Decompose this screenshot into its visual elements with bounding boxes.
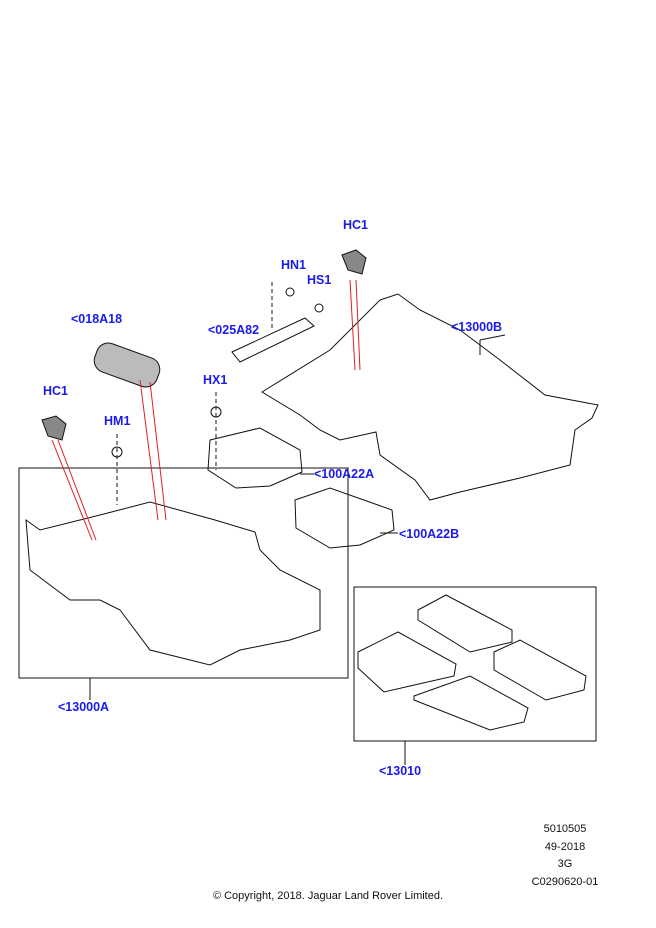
clip-hc1-top bbox=[341, 249, 367, 275]
bracket-100a22b bbox=[294, 487, 395, 549]
rear-carpet-part bbox=[261, 293, 599, 501]
illustration-reference: C0290620-01 bbox=[531, 876, 599, 888]
callout-13010[interactable]: <13010 bbox=[379, 764, 422, 778]
callout-025a82[interactable]: <025A82 bbox=[208, 323, 260, 337]
floor-mat-front-right bbox=[357, 631, 457, 693]
illustration-date: 49-2018 bbox=[544, 841, 586, 853]
callout-13000b[interactable]: <13000B bbox=[451, 320, 503, 334]
bracket-100a22a bbox=[207, 427, 303, 489]
front-carpet-part bbox=[25, 501, 321, 666]
floor-mat-rear-right bbox=[413, 675, 529, 731]
fastener-hs1 bbox=[314, 303, 324, 313]
callout-hs1[interactable]: HS1 bbox=[307, 273, 332, 287]
illustration-number: 5010505 bbox=[543, 823, 587, 835]
callout-hc1-top[interactable]: HC1 bbox=[343, 218, 369, 232]
carpet-assembly-box bbox=[18, 467, 349, 679]
callout-100a22b[interactable]: <100A22B bbox=[399, 527, 460, 541]
floor-mats-box bbox=[353, 586, 597, 742]
callout-hn1[interactable]: HN1 bbox=[281, 258, 307, 272]
illustration-code: 3G bbox=[557, 858, 573, 870]
copyright-notice: © Copyright, 2018. Jaguar Land Rover Lim… bbox=[212, 890, 444, 902]
fastener-hn1 bbox=[285, 287, 295, 297]
vent-018a18 bbox=[93, 342, 161, 388]
floor-mat-rear-left bbox=[493, 639, 587, 701]
callout-13000a[interactable]: <13000A bbox=[58, 700, 110, 714]
callout-100a22a[interactable]: <100A22A bbox=[314, 467, 375, 481]
callout-hm1[interactable]: HM1 bbox=[104, 414, 131, 428]
floor-mat-front-left bbox=[417, 594, 513, 653]
callout-018a18[interactable]: <018A18 bbox=[71, 312, 123, 326]
clip-hc1-left bbox=[41, 415, 67, 441]
trim-025a82 bbox=[231, 317, 315, 363]
callout-hx1[interactable]: HX1 bbox=[203, 373, 228, 387]
callout-hc1-left[interactable]: HC1 bbox=[43, 384, 69, 398]
